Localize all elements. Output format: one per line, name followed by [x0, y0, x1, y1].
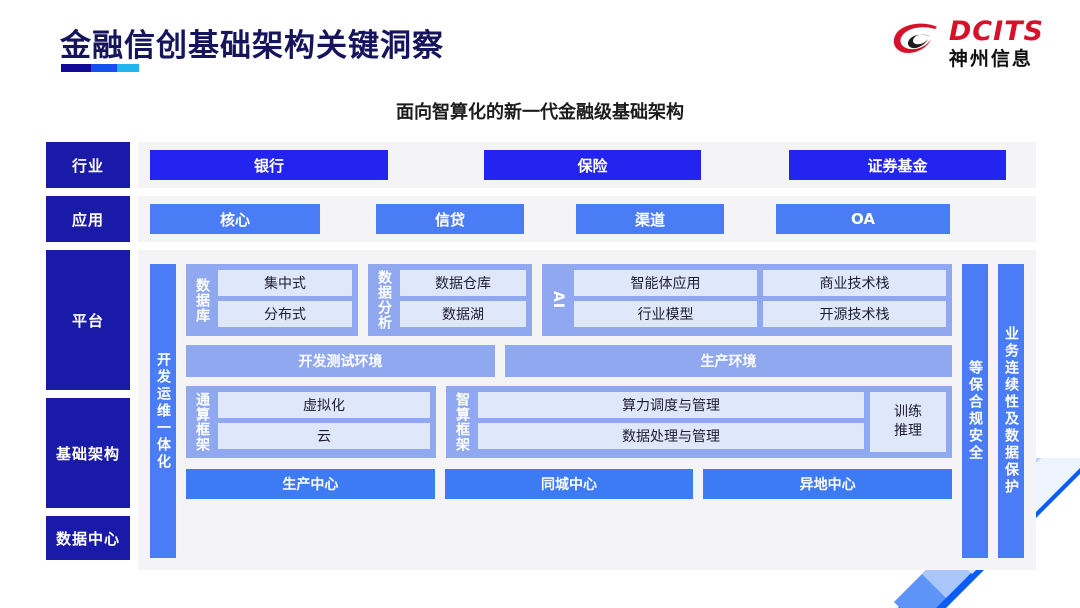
- cell-industry-model[interactable]: 行业模型: [574, 301, 757, 327]
- vertical-bar-security: 等保合规安全: [962, 264, 988, 558]
- cell-cloud[interactable]: 云: [218, 423, 430, 449]
- panel-center: 数据库 集中式 分布式 数据分析 数据仓库 数据湖: [186, 264, 953, 558]
- vertical-bar-business-continuity: 业务连续性及数据保护: [998, 264, 1024, 558]
- cell-commercial-stack[interactable]: 商业技术栈: [763, 270, 946, 296]
- ai-column-left: 智能体应用 行业模型: [574, 270, 757, 330]
- group-label-general-compute: 通算框架: [194, 392, 210, 452]
- datacenter-row: 生产中心 同城中心 异地中心: [186, 469, 953, 499]
- intelligent-compute-main: 算力调度与管理 数据处理与管理: [478, 392, 864, 452]
- group-ai: AI 智能体应用 行业模型 商业技术栈 开源技术栈: [542, 264, 952, 336]
- layer-rail: 行业 应用 平台 基础架构 数据中心: [46, 142, 130, 570]
- application-chip-oa[interactable]: OA: [776, 204, 950, 234]
- cell-compute-scheduling[interactable]: 算力调度与管理: [478, 392, 864, 418]
- logo-text: DCITS 神州信息: [949, 18, 1044, 69]
- cell-opensource-stack[interactable]: 开源技术栈: [763, 301, 946, 327]
- datacenter-chip-same-city[interactable]: 同城中心: [444, 469, 694, 499]
- industry-chip-securities-fund[interactable]: 证券基金: [789, 150, 1006, 180]
- group-label-intelligent-compute: 智算框架: [454, 392, 470, 452]
- environment-row: 开发测试环境 生产环境: [186, 345, 952, 377]
- application-chip-credit[interactable]: 信贷: [376, 204, 524, 234]
- page-title: 金融信创基础架构关键洞察: [60, 28, 444, 64]
- group-label-data-analysis: 数据分析: [376, 270, 392, 330]
- industry-chip-bank[interactable]: 银行: [150, 150, 388, 180]
- underline-segment-navy: [61, 64, 91, 72]
- cell-data-lake[interactable]: 数据湖: [400, 301, 526, 327]
- cell-agent-application[interactable]: 智能体应用: [574, 270, 757, 296]
- rail-label-application: 应用: [46, 196, 130, 242]
- platform-infrastructure-panel: 开发运维一体化 数据库 集中式 分布式 数据分析 数据仓库: [138, 250, 1036, 570]
- ai-column-right: 商业技术栈 开源技术栈: [763, 270, 946, 330]
- group-label-database: 数据库: [194, 277, 210, 323]
- cell-training-inference[interactable]: 训练 推理: [870, 392, 946, 452]
- group-database: 数据库 集中式 分布式: [186, 264, 358, 336]
- datacenter-chip-production[interactable]: 生产中心: [186, 469, 435, 499]
- compute-framework-row: 通算框架 虚拟化 云 智算框架 算力调度与管理 数据处理与管理: [186, 386, 952, 458]
- environment-dev-test[interactable]: 开发测试环境: [186, 345, 495, 377]
- rail-label-datacenter: 数据中心: [46, 516, 130, 560]
- cell-data-warehouse[interactable]: 数据仓库: [400, 270, 526, 296]
- group-items-ai: 智能体应用 行业模型 商业技术栈 开源技术栈: [574, 270, 946, 330]
- platform-capability-row: 数据库 集中式 分布式 数据分析 数据仓库 数据湖: [186, 264, 952, 336]
- group-items-database: 集中式 分布式: [218, 270, 352, 330]
- cell-virtualization[interactable]: 虚拟化: [218, 392, 430, 418]
- rail-label-industry: 行业: [46, 142, 130, 188]
- swoosh-logo-icon: [893, 23, 937, 53]
- application-chip-channel[interactable]: 渠道: [576, 204, 724, 234]
- industry-chip-insurance[interactable]: 保险: [484, 150, 701, 180]
- diagram-body: 银行 保险 证券基金 核心 信贷 渠道 OA 开发运维一体化 数据库 集中式: [138, 142, 1036, 570]
- architecture-diagram: 行业 应用 平台 基础架构 数据中心 银行 保险 证券基金 核心 信贷 渠道 O…: [46, 142, 1036, 570]
- page-header: 金融信创基础架构关键洞察 DCITS 神州信息: [0, 0, 1080, 90]
- cell-data-processing[interactable]: 数据处理与管理: [478, 423, 864, 449]
- group-intelligent-compute: 智算框架 算力调度与管理 数据处理与管理 训练 推理: [446, 386, 952, 458]
- group-items-intelligent-compute: 算力调度与管理 数据处理与管理 训练 推理: [478, 392, 946, 452]
- group-label-ai: AI: [550, 290, 566, 310]
- group-general-compute: 通算框架 虚拟化 云: [186, 386, 436, 458]
- application-chip-core[interactable]: 核心: [150, 204, 320, 234]
- logo-name-cn: 神州信息: [948, 48, 1033, 70]
- group-items-general-compute: 虚拟化 云: [218, 392, 430, 452]
- group-data-analysis: 数据分析 数据仓库 数据湖: [368, 264, 532, 336]
- application-band: 核心 信贷 渠道 OA: [138, 196, 1036, 242]
- training-label: 训练: [894, 404, 922, 421]
- environment-production[interactable]: 生产环境: [505, 345, 952, 377]
- title-underline: [61, 64, 139, 72]
- group-items-data-analysis: 数据仓库 数据湖: [400, 270, 526, 330]
- vertical-bar-devops: 开发运维一体化: [150, 264, 176, 558]
- rail-label-infrastructure: 基础架构: [46, 398, 130, 508]
- diagram-subtitle: 面向智算化的新一代金融级基础架构: [396, 102, 684, 123]
- logo-name-en: DCITS: [948, 16, 1044, 47]
- inference-label: 推理: [894, 423, 922, 439]
- company-logo: DCITS 神州信息: [891, 18, 1044, 69]
- industry-band: 银行 保险 证券基金: [138, 142, 1036, 188]
- cell-centralized[interactable]: 集中式: [218, 270, 352, 296]
- cell-distributed[interactable]: 分布式: [218, 301, 352, 327]
- underline-segment-cyan: [117, 64, 139, 72]
- rail-label-platform: 平台: [46, 250, 130, 390]
- underline-segment-blue: [91, 64, 117, 72]
- datacenter-chip-remote[interactable]: 异地中心: [703, 469, 953, 499]
